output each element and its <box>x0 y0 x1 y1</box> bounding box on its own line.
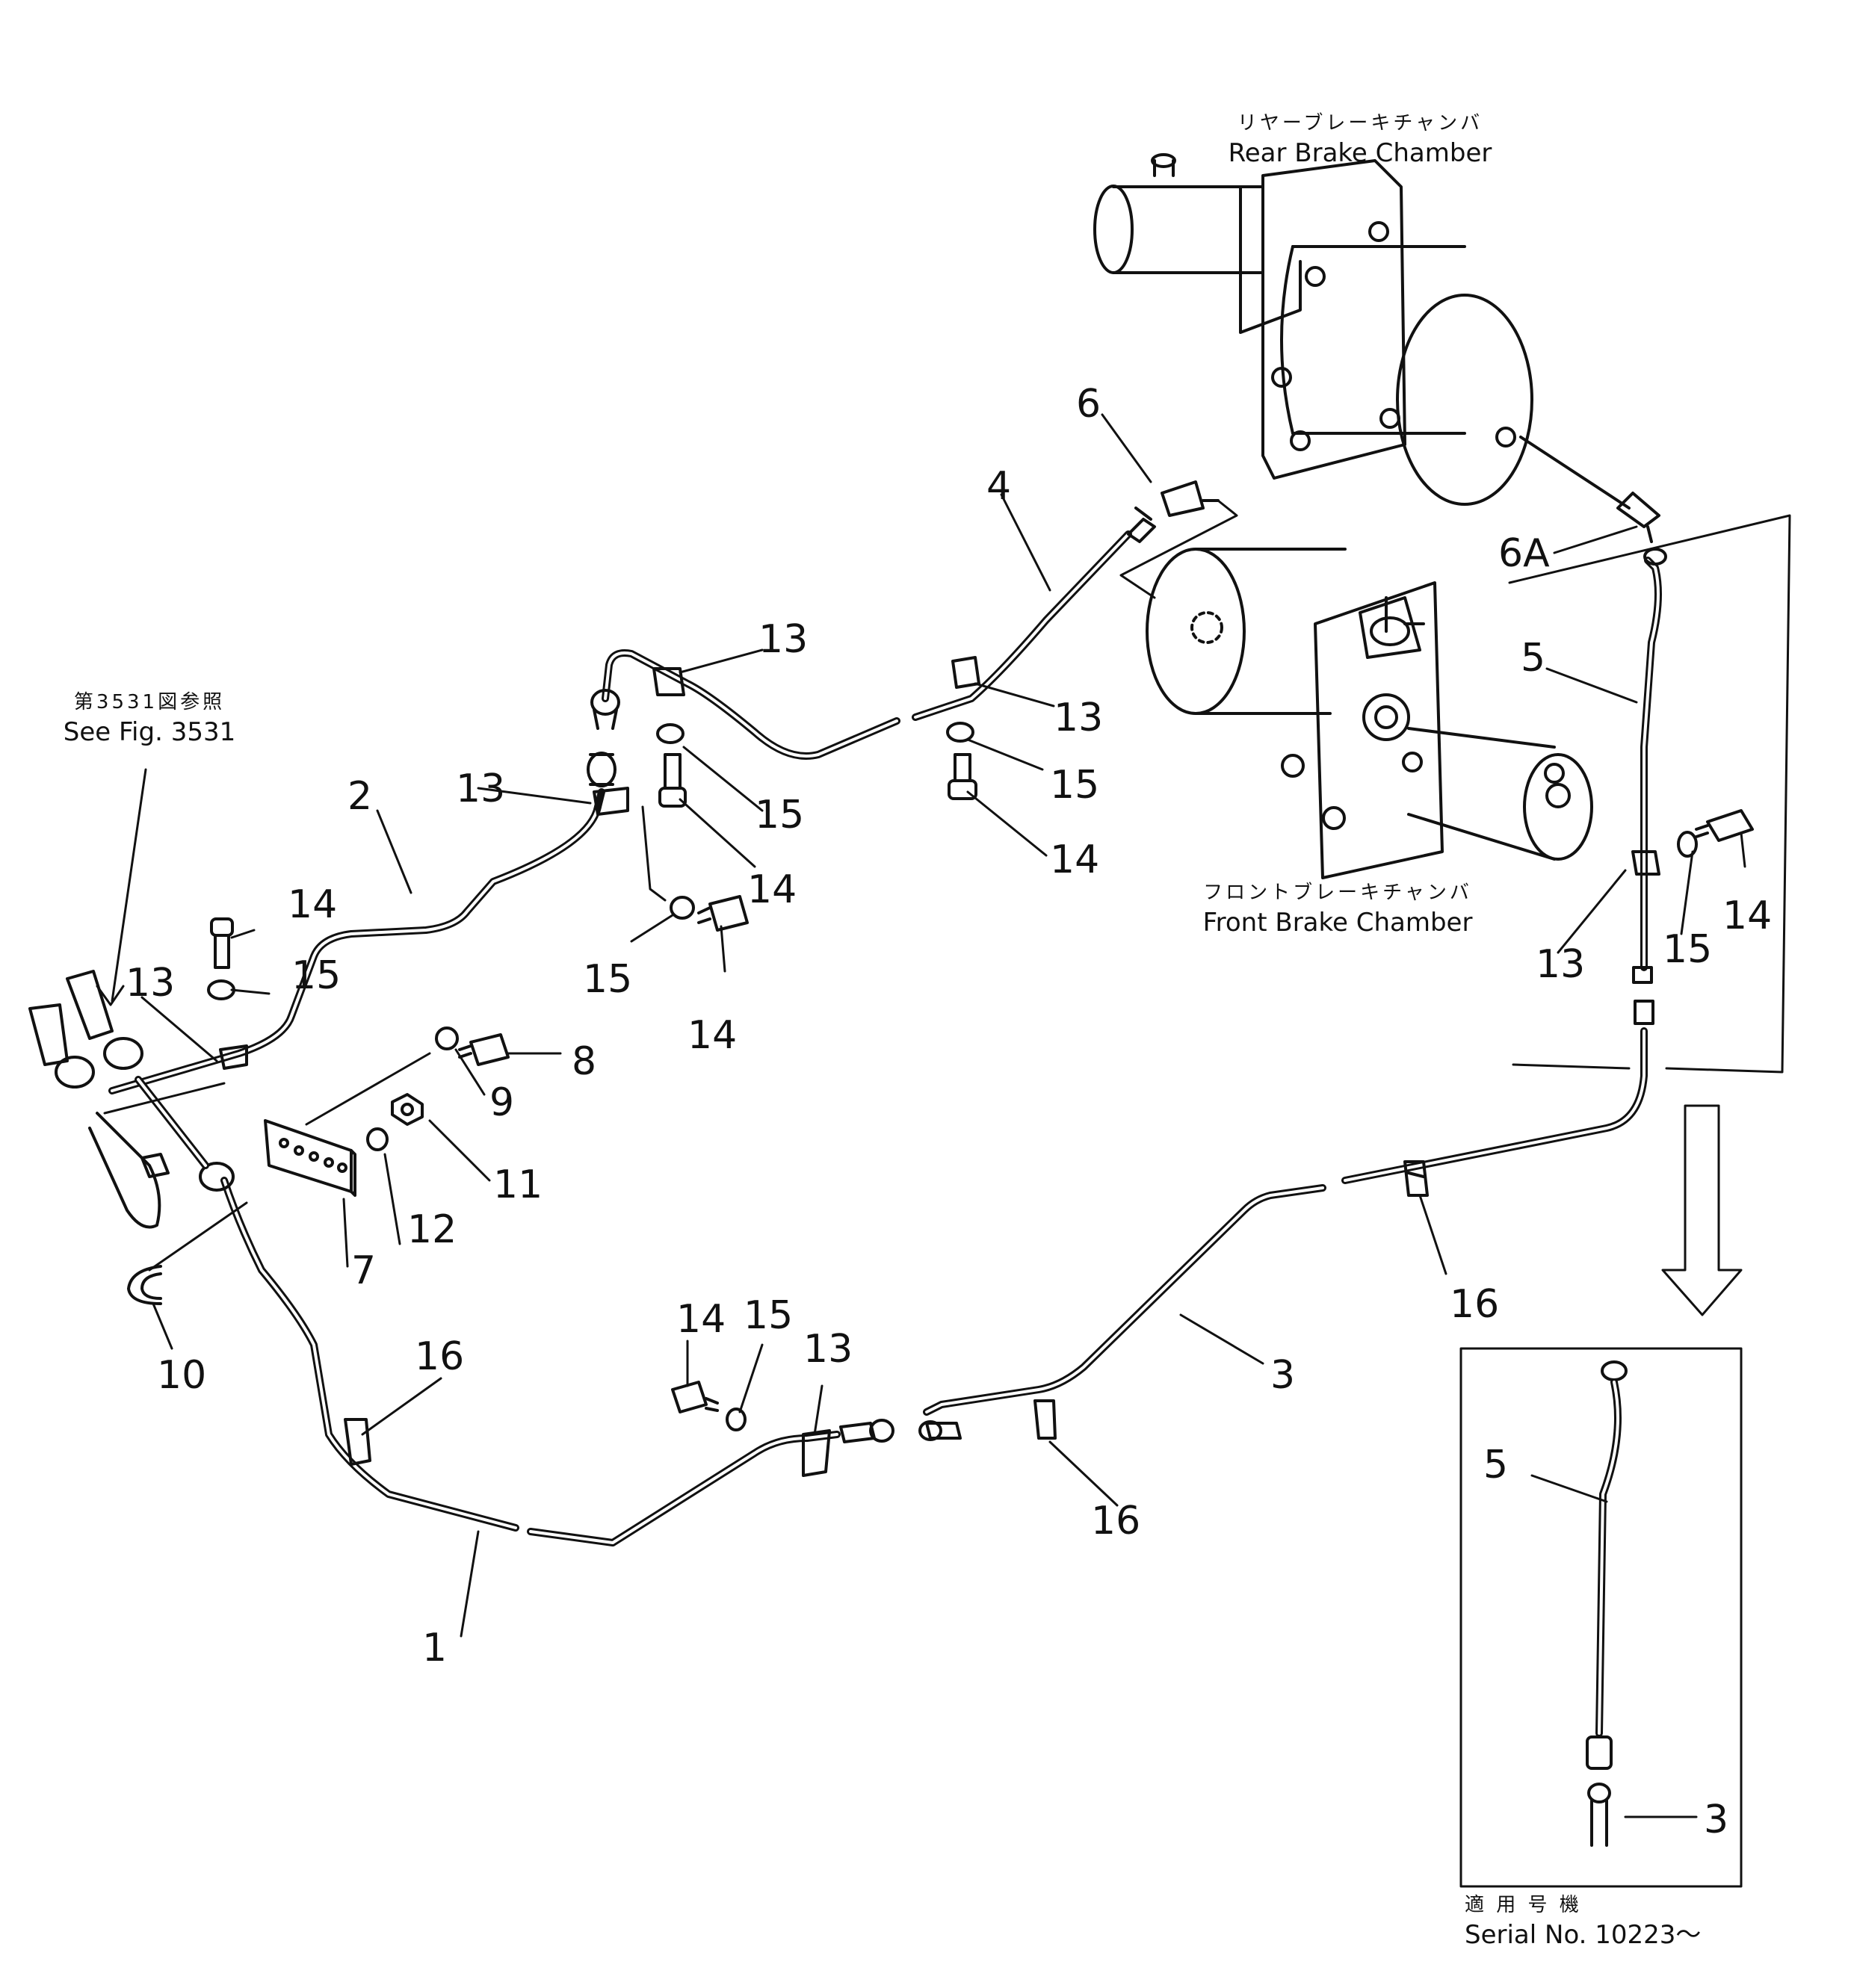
callout-13-e: 13 <box>1536 942 1586 987</box>
rear-caption-jp: リヤーブレーキチャンバ <box>1237 112 1483 134</box>
front-caption-en: Front Brake Chamber <box>1202 908 1473 938</box>
callout-13-a: 13 <box>758 617 809 662</box>
callout-13-d: 13 <box>126 961 176 1006</box>
see-fig-leader <box>111 768 147 1003</box>
bolt-14-c <box>697 895 749 932</box>
callout-2: 2 <box>347 774 373 819</box>
callout-9: 9 <box>489 1080 515 1125</box>
serial-en: Serial No. 10223～ <box>1465 1920 1702 1950</box>
callout-3-detail: 3 <box>1704 1797 1729 1842</box>
washer-12 <box>366 1127 389 1151</box>
clamp-16-pipe3-upper <box>1403 1160 1429 1197</box>
leader-plate-to-10 <box>148 1201 248 1272</box>
serial-jp: 適 用 号 機 <box>1465 1894 1582 1916</box>
see-fig-jp: 第3531図参照 <box>73 691 226 713</box>
bolt-14-a <box>658 753 687 808</box>
callout-15-e: 15 <box>1663 927 1713 972</box>
connector-6 <box>1119 480 1238 599</box>
callout-1: 1 <box>422 1626 448 1670</box>
detail-box-5 <box>1508 514 1791 1074</box>
front-brake-chamber <box>1146 548 1593 879</box>
callout-5-detail: 5 <box>1483 1443 1509 1487</box>
washer-15-right <box>1677 831 1698 858</box>
washer-15-b <box>946 722 974 743</box>
washer-15-upper-left <box>207 979 235 1000</box>
front-caption-jp: フロントブレーキチャンバ <box>1203 882 1472 904</box>
callout-16-b: 16 <box>1091 1499 1141 1543</box>
callout-14-c: 14 <box>687 1013 738 1058</box>
callout-15-b: 15 <box>1050 763 1100 808</box>
callout-13-f: 13 <box>803 1327 853 1372</box>
clamp-13-pipe2-upper <box>593 787 667 902</box>
callout-15-f: 15 <box>744 1293 794 1338</box>
hose-assembly-left <box>28 970 235 1229</box>
clamp-13-pipe1 <box>802 1429 831 1477</box>
front-brake-chamber-caption: フロントブレーキチャンバ Front Brake Chamber <box>1181 878 1495 938</box>
bolt-14-bottom <box>671 1381 719 1413</box>
callout-15-c: 15 <box>583 957 633 1002</box>
pipe-1 <box>220 1177 894 1546</box>
serial-caption: 適 用 号 機 Serial No. 10223～ <box>1465 1890 1749 1950</box>
callout-10: 10 <box>157 1353 207 1398</box>
bolt-14-upper-left <box>210 917 234 969</box>
bolt-8 <box>458 1033 510 1066</box>
callout-14-e: 14 <box>1722 894 1773 938</box>
callout-13-c: 13 <box>456 767 506 811</box>
detail-box-serial <box>1459 1347 1743 1888</box>
see-fig-arrowhead <box>96 985 125 1006</box>
washer-15-bottom <box>726 1408 747 1431</box>
callout-14-d: 14 <box>288 882 338 927</box>
pipe-2 <box>108 752 617 1094</box>
plate-7 <box>264 1119 356 1197</box>
callout-11: 11 <box>493 1162 543 1207</box>
callout-3: 3 <box>1270 1353 1296 1398</box>
callout-8: 8 <box>572 1039 597 1084</box>
u-bolt-10 <box>127 1265 162 1305</box>
callout-15-a: 15 <box>755 793 805 837</box>
callout-6: 6 <box>1076 382 1101 427</box>
clamp-16-pipe3-lower <box>1033 1399 1057 1440</box>
pipe-5 <box>1632 548 1667 1025</box>
bolt-14-b <box>948 753 977 800</box>
clamp-13-pipe5 <box>1631 850 1660 876</box>
callout-6a: 6A <box>1498 531 1550 576</box>
nut-11 <box>391 1093 424 1126</box>
washer-9 <box>435 1026 459 1050</box>
clamp-13-pipe2 <box>219 1044 248 1070</box>
callout-13-b: 13 <box>1054 696 1104 740</box>
rear-brake-chamber-caption: リヤーブレーキチャンバ Rear Brake Chamber <box>1211 108 1509 168</box>
callout-7: 7 <box>351 1248 377 1293</box>
see-fig-en: See Fig. 3531 <box>63 717 236 747</box>
callout-12: 12 <box>407 1207 457 1252</box>
callout-leaders <box>140 413 1746 1818</box>
clamp-16-pipe1 <box>344 1418 371 1466</box>
washer-15-c <box>670 896 695 920</box>
leader-plate-to-9 <box>305 1052 431 1126</box>
view-arrow <box>1661 1104 1743 1316</box>
callout-14-b: 14 <box>1050 837 1100 882</box>
rear-brake-chamber <box>1093 153 1533 506</box>
see-fig-caption: 第3531図参照 See Fig. 3531 <box>45 687 254 747</box>
callout-15-d: 15 <box>291 953 342 998</box>
clamp-13-pipe4-left <box>652 667 685 696</box>
pipe-4 <box>590 518 1156 760</box>
bolt-14-right <box>1695 809 1754 842</box>
callout-4: 4 <box>986 464 1012 509</box>
callout-5: 5 <box>1521 636 1546 681</box>
callout-16-a: 16 <box>415 1334 465 1379</box>
connector-6a <box>1519 436 1660 543</box>
callout-16-c: 16 <box>1450 1282 1500 1327</box>
callout-14-a: 14 <box>747 867 797 912</box>
rear-caption-en: Rear Brake Chamber <box>1228 138 1492 168</box>
washer-15-a <box>656 723 685 744</box>
callout-14-f: 14 <box>676 1297 726 1342</box>
pipe-3 <box>918 1027 1648 1441</box>
